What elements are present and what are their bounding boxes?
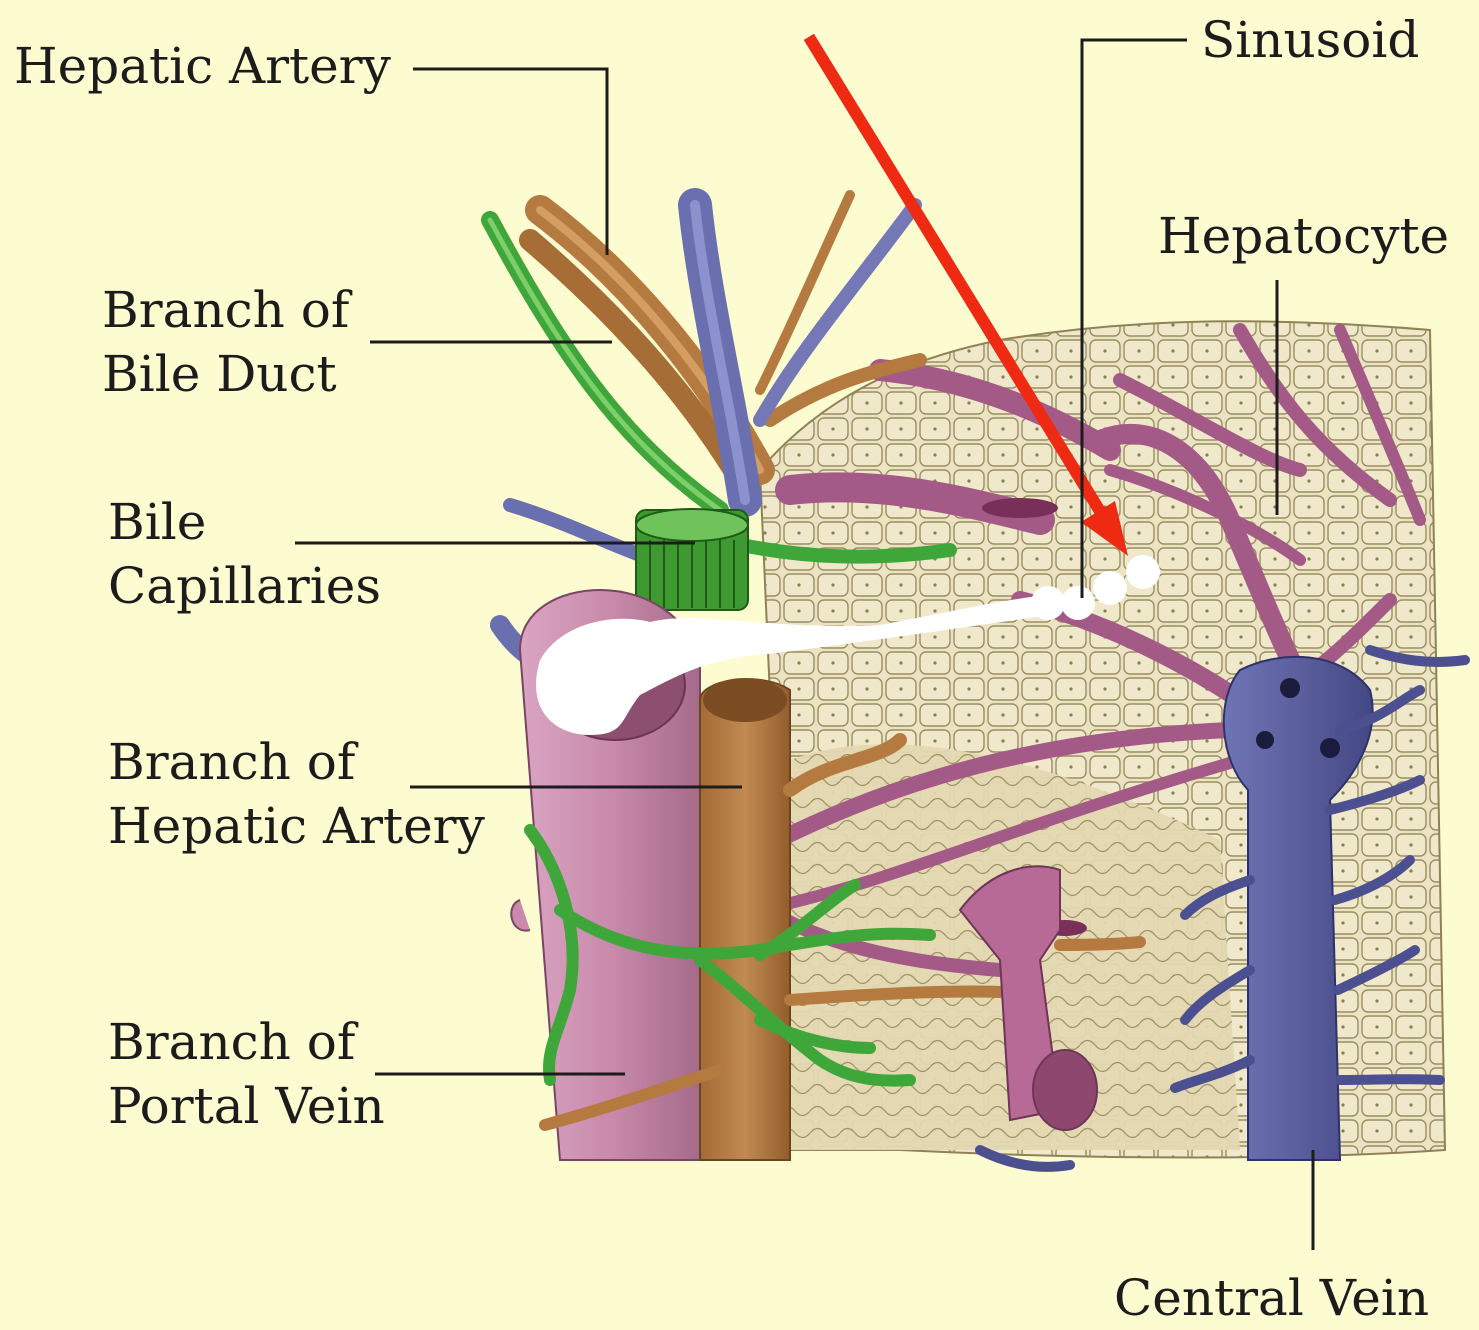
label-bile-capillaries-line1: Bile	[108, 490, 381, 554]
label-branch-of-hepatic-artery-line2: Hepatic Artery	[108, 794, 485, 858]
label-branch-of-portal-vein: Branch of Portal Vein	[108, 1010, 385, 1138]
label-branch-of-bile-duct: Branch of Bile Duct	[102, 278, 349, 406]
bile-capillaries-ring	[636, 509, 748, 610]
label-branch-of-bile-duct-line2: Bile Duct	[102, 342, 349, 406]
label-central-vein: Central Vein	[1114, 1266, 1429, 1330]
label-branch-of-hepatic-artery-line1: Branch of	[108, 730, 485, 794]
label-branch-of-hepatic-artery: Branch of Hepatic Artery	[108, 730, 485, 858]
label-branch-of-portal-vein-line1: Branch of	[108, 1010, 385, 1074]
label-sinusoid: Sinusoid	[1201, 8, 1419, 72]
label-sinusoid-text: Sinusoid	[1201, 8, 1419, 72]
label-hepatocyte: Hepatocyte	[1158, 204, 1449, 268]
label-central-vein-text: Central Vein	[1114, 1266, 1429, 1330]
label-hepatic-artery-text: Hepatic Artery	[14, 34, 391, 98]
label-hepatic-artery: Hepatic Artery	[14, 34, 391, 98]
label-branch-of-bile-duct-line1: Branch of	[102, 278, 349, 342]
label-branch-of-portal-vein-line2: Portal Vein	[108, 1074, 385, 1138]
label-bile-capillaries: Bile Capillaries	[108, 490, 381, 618]
label-hepatocyte-text: Hepatocyte	[1158, 204, 1449, 268]
label-bile-capillaries-line2: Capillaries	[108, 554, 381, 618]
